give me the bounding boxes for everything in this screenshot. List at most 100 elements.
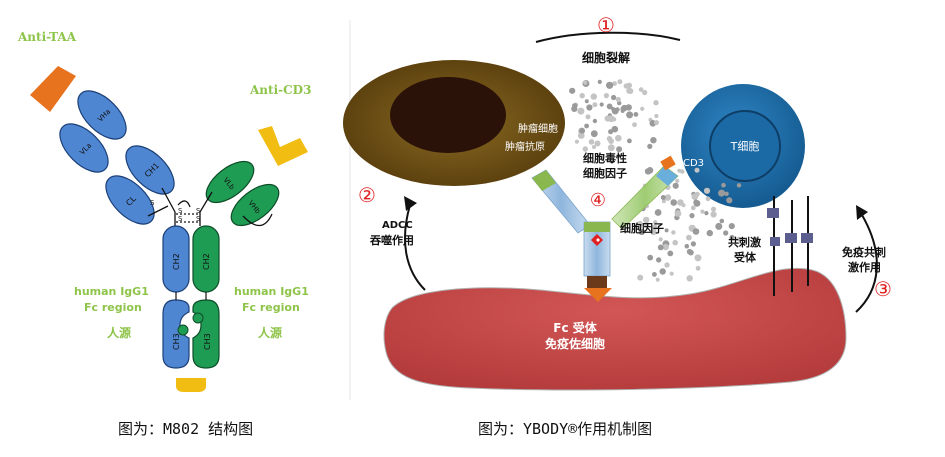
cytokine-dot — [660, 195, 666, 200]
cytokine-dot — [719, 218, 725, 224]
cytokine-dot — [585, 114, 591, 120]
cytokine-dot — [584, 99, 589, 104]
adcc-arrow — [404, 204, 426, 291]
ch3-right-label: CH3 — [203, 333, 212, 350]
cytokine-dot — [689, 213, 695, 219]
cytokine-dot — [690, 205, 696, 211]
cytokine-dot — [705, 196, 711, 202]
cytokine-dot — [603, 93, 610, 99]
marker-1: ① — [597, 13, 615, 37]
disulfide-label-3: S — [196, 207, 201, 215]
cytokine-dot — [607, 115, 615, 123]
cytokine-dot — [667, 250, 674, 257]
cytokine-dot — [661, 199, 666, 204]
hinge-region — [147, 187, 273, 227]
cytokine-dot — [721, 182, 726, 188]
cytokine-dot — [626, 87, 633, 94]
immune-cell-label: 免疫佐细胞 — [545, 336, 605, 351]
cytokine-dot — [736, 236, 742, 242]
cytokine-dot — [586, 104, 593, 111]
svg-text:Fc region: Fc region — [84, 301, 142, 314]
cytokine-dot — [627, 138, 632, 144]
cytokine-dot — [612, 81, 617, 86]
cytokine-dot — [706, 229, 713, 237]
disulfide-label-4: S — [178, 215, 183, 223]
cytokine-dot — [597, 79, 602, 84]
adcc-label: ADCC — [382, 220, 413, 231]
cd3-antigen-shape — [258, 126, 308, 166]
cytokine-dot — [637, 274, 644, 281]
cytotoxic-label-1: 细胞毒性 — [583, 151, 627, 165]
cd3-label: CD3 — [683, 158, 704, 169]
cytokine-dot — [606, 81, 614, 89]
m802-structure-diagram: Anti-TAA Anti-CD3 VHa CH1 VLa CL VLb VHb — [17, 30, 311, 392]
costim-arrowhead — [856, 205, 868, 220]
ch2-ch3-links — [175, 292, 207, 300]
cytokine-dot — [592, 118, 598, 124]
marker-2: ② — [358, 183, 376, 207]
disulfide-label-5: S — [196, 215, 201, 223]
cytokine-dot — [642, 89, 648, 96]
cytokine-dot — [656, 257, 662, 263]
cytokine-dot — [615, 96, 621, 103]
fc-receptor-label: Fc 受体 — [553, 320, 597, 335]
cytokine-dot — [584, 123, 589, 129]
cytokine-dot — [632, 122, 637, 128]
cytokine-dot — [694, 254, 702, 262]
cytokine-dot — [672, 239, 678, 246]
costim-receptor-label-1: 共刺激 — [728, 235, 761, 249]
cytokine-dot — [692, 228, 700, 235]
cytokine-dot — [684, 243, 690, 249]
cytokine-dot — [686, 234, 692, 241]
cytokine-dot — [695, 265, 701, 271]
cytokine-dot — [718, 189, 726, 197]
cytokine-dot — [686, 275, 693, 282]
cytokine-dot — [703, 187, 711, 194]
marker-3: ③ — [874, 277, 892, 301]
cytokine-dot — [611, 94, 617, 101]
vhb-domain — [230, 183, 280, 227]
cytokine-dot — [592, 145, 596, 149]
cytokine-dot — [650, 137, 657, 144]
cytokine-dot — [659, 268, 666, 275]
cytokine-dot — [654, 113, 659, 119]
immune-costim-label-1: 免疫共刺 — [842, 245, 886, 259]
cytokine-dot — [651, 224, 658, 231]
cytokine-dot — [577, 107, 585, 115]
cytokine-dot — [693, 199, 699, 205]
cytokine-dot — [655, 277, 660, 282]
cytokine-dot — [643, 216, 650, 224]
vla-domain — [59, 123, 109, 173]
cd3-marker — [660, 155, 676, 171]
cytokine-dot — [623, 83, 629, 89]
tumor-antigen-label: 肿瘤抗原 — [505, 140, 545, 153]
disulfide-label-1: S — [150, 199, 155, 207]
m802-caption: 图为：M802 结构图 — [118, 420, 254, 438]
cytokine-dot — [582, 146, 588, 152]
cytokine-dot — [694, 167, 700, 173]
cytotoxic-label-2: 细胞因子 — [583, 166, 627, 180]
t-cell-label: T细胞 — [730, 140, 760, 153]
fc-label-left: human IgG1 Fc region 人源 — [74, 285, 149, 340]
cytokine-dot — [607, 144, 615, 152]
cytokine-dot — [583, 80, 588, 85]
vha-domain — [77, 90, 127, 140]
cytokine-dot — [664, 194, 672, 201]
ch2-left-label: CH2 — [172, 253, 181, 270]
ch3-left-label: CH3 — [172, 333, 181, 350]
cytokine-dot — [653, 100, 659, 106]
cytokine-dot — [650, 229, 657, 236]
hole-marker — [177, 324, 189, 336]
tumor-nucleus — [390, 77, 506, 153]
cytokine-dot — [704, 211, 709, 216]
svg-text:人源: 人源 — [258, 325, 282, 340]
cytokine-dot — [664, 228, 669, 233]
cytokine-dot — [672, 182, 679, 189]
cytokine-dot — [654, 209, 662, 216]
costim-receptor-nodes — [767, 208, 813, 246]
svg-text:human IgG1: human IgG1 — [234, 285, 309, 298]
cytokine-dot — [599, 102, 604, 107]
immune-costim-label-2: 激作用 — [848, 260, 881, 274]
cytokine-dot — [611, 107, 619, 115]
cytokine-dot — [653, 220, 658, 225]
